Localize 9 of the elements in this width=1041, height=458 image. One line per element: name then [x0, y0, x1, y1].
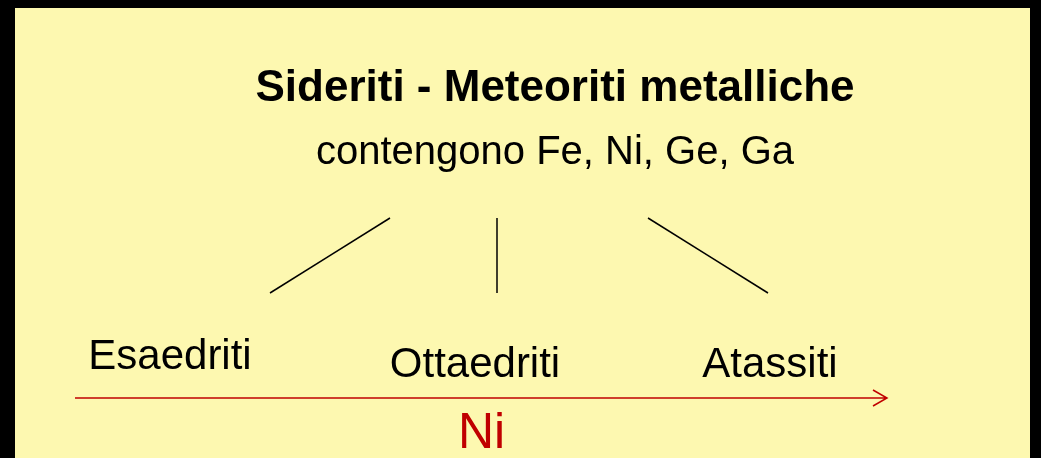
- category-label: Esaedriti: [88, 329, 252, 380]
- category-label: Ottaedriti: [389, 337, 561, 388]
- connector-line: [496, 217, 498, 294]
- category-label: Atassiti: [702, 337, 838, 388]
- connector-line: [647, 217, 769, 294]
- subtitle: contengono Fe, Ni, Ge, Ga: [315, 127, 794, 174]
- title: Sideriti - Meteoriti metalliche: [255, 60, 855, 112]
- connector-line: [269, 217, 391, 294]
- axis-label: Ni: [458, 402, 506, 458]
